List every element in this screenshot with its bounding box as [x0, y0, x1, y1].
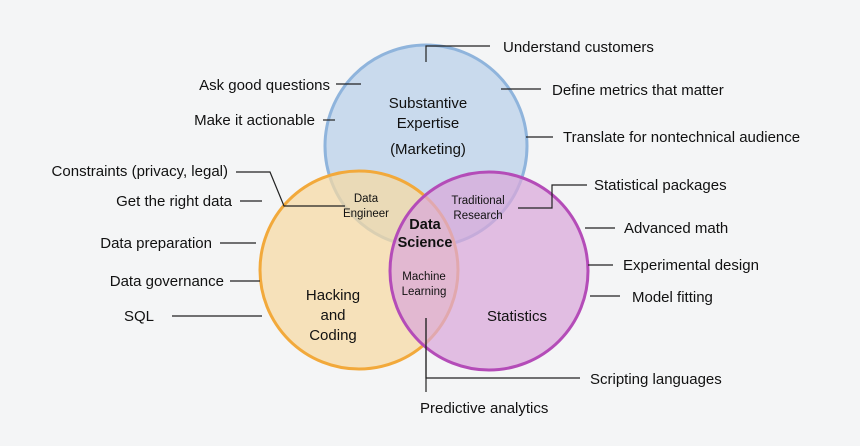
callout-statistical-packages: Statistical packages — [594, 177, 727, 194]
callout-get-right-data: Get the right data — [116, 193, 233, 210]
callout-predictive-analytics: Predictive analytics — [420, 400, 548, 417]
data-engineer-line1: Data — [354, 193, 379, 205]
callout-advanced-math: Advanced math — [624, 220, 728, 237]
callout-sql: SQL — [124, 308, 154, 325]
callout-model-fitting: Model fitting — [632, 289, 713, 306]
callout-experimental-design: Experimental design — [623, 257, 759, 274]
substantive-title-line1: Substantive — [389, 95, 467, 112]
machine-learning-line1: Machine — [402, 271, 445, 283]
callout-ask-good-questions: Ask good questions — [199, 77, 330, 94]
callout-define-metrics: Define metrics that matter — [552, 82, 724, 99]
callout-make-actionable: Make it actionable — [194, 112, 315, 129]
hacking-title-line3: Coding — [309, 327, 357, 344]
callout-constraints: Constraints (privacy, legal) — [52, 163, 228, 180]
data-engineer-line2: Engineer — [343, 208, 389, 220]
traditional-research-line1: Traditional — [451, 195, 504, 207]
hacking-title-line1: Hacking — [306, 287, 360, 304]
substantive-title-line2: Expertise — [397, 115, 460, 132]
callout-scripting-languages: Scripting languages — [590, 371, 722, 388]
callout-data-governance: Data governance — [110, 273, 224, 290]
data-science-line2: Science — [398, 235, 453, 251]
statistics-title: Statistics — [487, 308, 547, 325]
callout-data-preparation: Data preparation — [100, 235, 212, 252]
callout-translate: Translate for nontechnical audience — [563, 129, 800, 146]
substantive-title-line3: (Marketing) — [390, 141, 466, 158]
traditional-research-line2: Research — [453, 210, 502, 222]
callout-understand-customers: Understand customers — [503, 39, 654, 56]
hacking-title-line2: and — [320, 307, 345, 324]
data-science-line1: Data — [409, 217, 441, 233]
machine-learning-line2: Learning — [402, 286, 447, 298]
statistics-circle — [388, 170, 590, 372]
leader-lines — [172, 45, 620, 392]
